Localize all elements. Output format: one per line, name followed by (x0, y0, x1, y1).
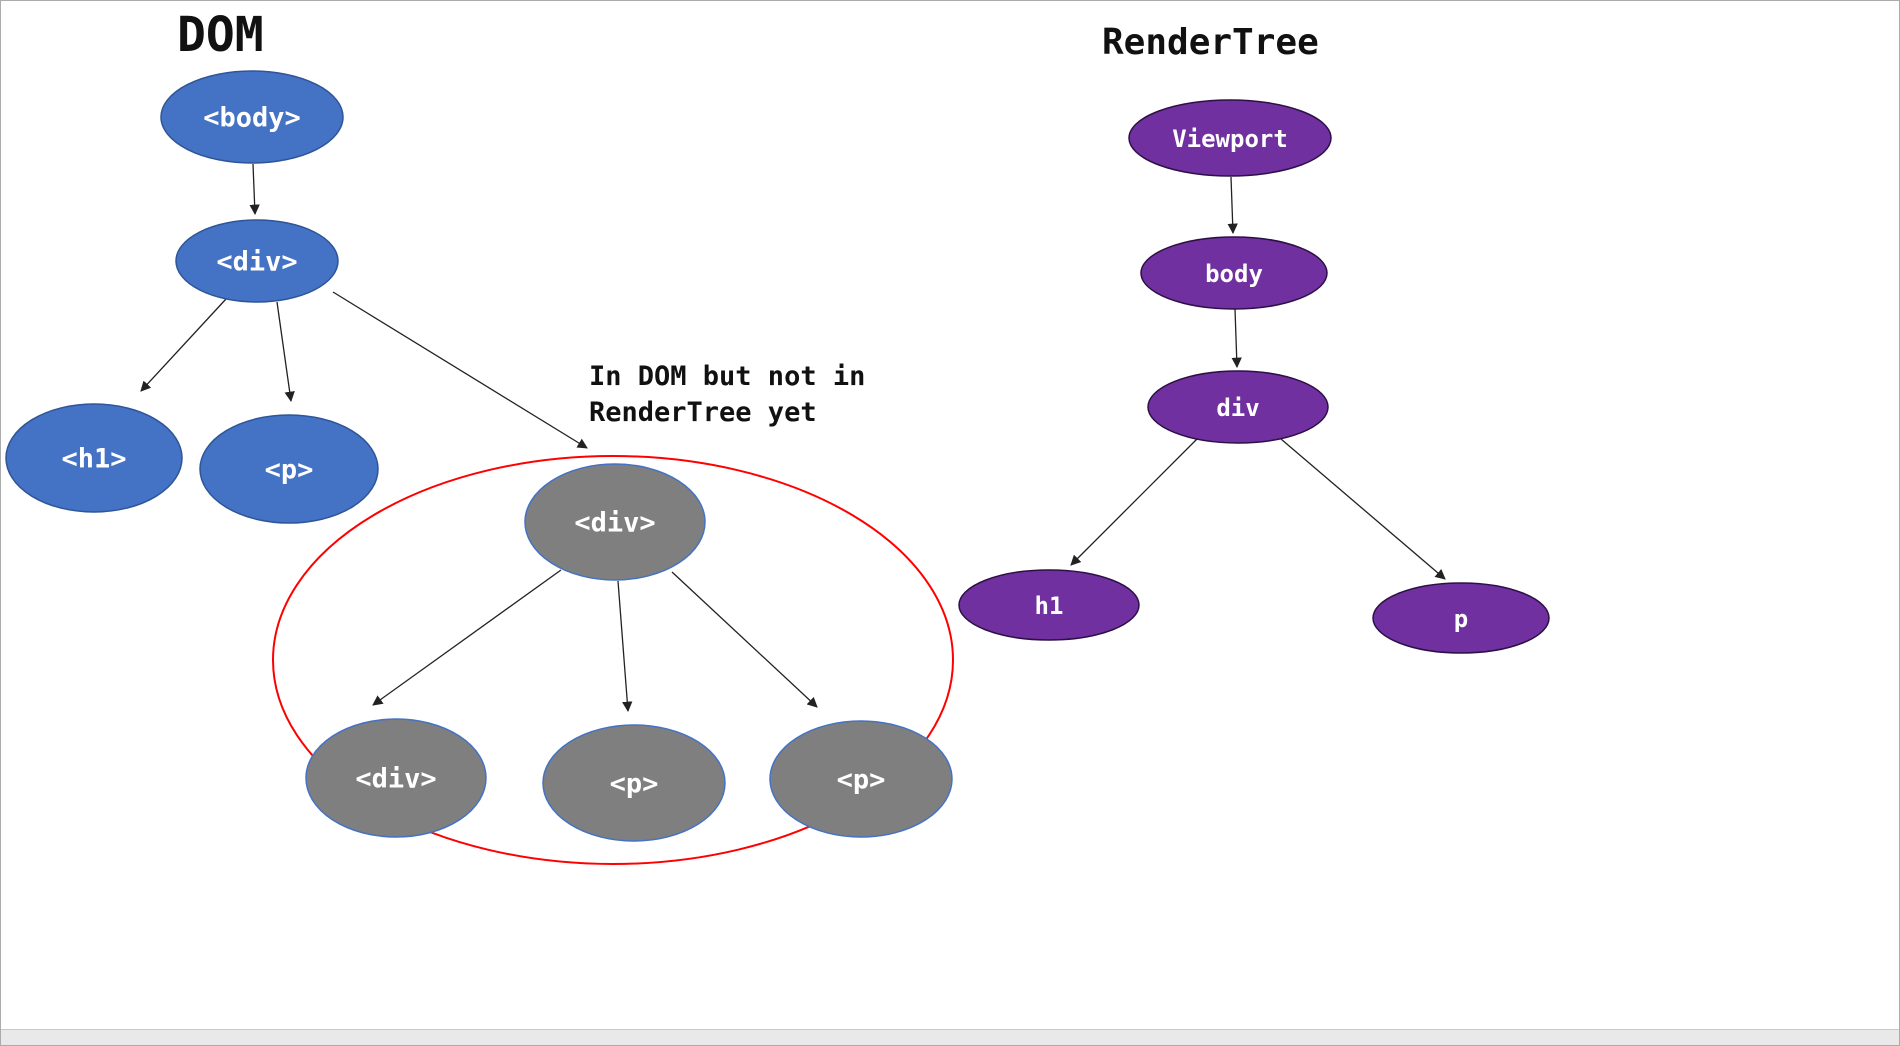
dom-node-p-ellipse (199, 414, 379, 524)
rt-node-h1-label: h1 (1035, 592, 1064, 620)
edge-body-div (249, 163, 260, 216)
hidden-node-child-div-label: <div> (355, 764, 436, 795)
dom-node-p-label: <p> (265, 455, 314, 486)
edge-hidden-div-child-p2 (671, 571, 818, 708)
hidden-node-child-p1-label: <p> (610, 769, 659, 800)
hidden-subtree-nodes: <div> <div> <p> <p> (305, 463, 953, 842)
rt-node-body-label: body (1205, 260, 1263, 288)
hidden-subtree-annotation: In DOM but not in RenderTree yet (589, 361, 866, 428)
hidden-node-child-p2-ellipse (769, 720, 953, 838)
rt-node-viewport-ellipse (1128, 99, 1332, 177)
render-tree-nodes: Viewport body div h1 p (958, 99, 1550, 654)
dom-tree-title: DOM (177, 7, 264, 63)
edge-div-h1-rt (1070, 438, 1198, 566)
hidden-node-div-label: <div> (574, 508, 655, 539)
hidden-node-child-p2-label: <p> (837, 765, 886, 796)
rt-node-div-ellipse (1147, 370, 1329, 444)
bottom-edge-strip (1, 1029, 1899, 1045)
hidden-node-div-ellipse (524, 463, 706, 581)
edge-hidden-div-child-div (372, 569, 562, 706)
hidden-node-child-p1-ellipse (542, 724, 726, 842)
edge-body-div-rt (1231, 308, 1242, 369)
dom-node-div-ellipse (175, 219, 339, 303)
dom-node-body-ellipse (160, 70, 344, 164)
rt-node-viewport-label: Viewport (1172, 125, 1288, 153)
rt-node-p-ellipse (1372, 582, 1550, 654)
hidden-node-child-div-ellipse (305, 718, 487, 838)
edge-div-h1 (140, 298, 227, 392)
render-tree-edges (1070, 176, 1446, 580)
edge-div-hidden-div (332, 291, 588, 449)
dom-tree-edges (140, 163, 818, 713)
rt-node-div-label: div (1216, 394, 1259, 422)
edge-div-p-rt (1280, 438, 1446, 580)
render-tree-title: RenderTree (1102, 22, 1319, 63)
hidden-subtree-highlight-ellipse (272, 455, 954, 865)
edge-viewport-body (1227, 176, 1238, 235)
edge-div-p (276, 301, 295, 403)
rt-node-p-label: p (1454, 605, 1468, 633)
rt-node-h1-ellipse (958, 569, 1140, 641)
dom-node-div-label: <div> (216, 247, 297, 278)
dom-node-h1-ellipse (5, 403, 183, 513)
dom-node-body-label: <body> (203, 103, 301, 134)
edge-hidden-div-child-p1 (617, 580, 633, 713)
dom-tree-nodes: <body> <div> <h1> <p> (5, 70, 379, 524)
rt-node-body-ellipse (1140, 236, 1328, 310)
dom-node-h1-label: <h1> (61, 444, 126, 475)
